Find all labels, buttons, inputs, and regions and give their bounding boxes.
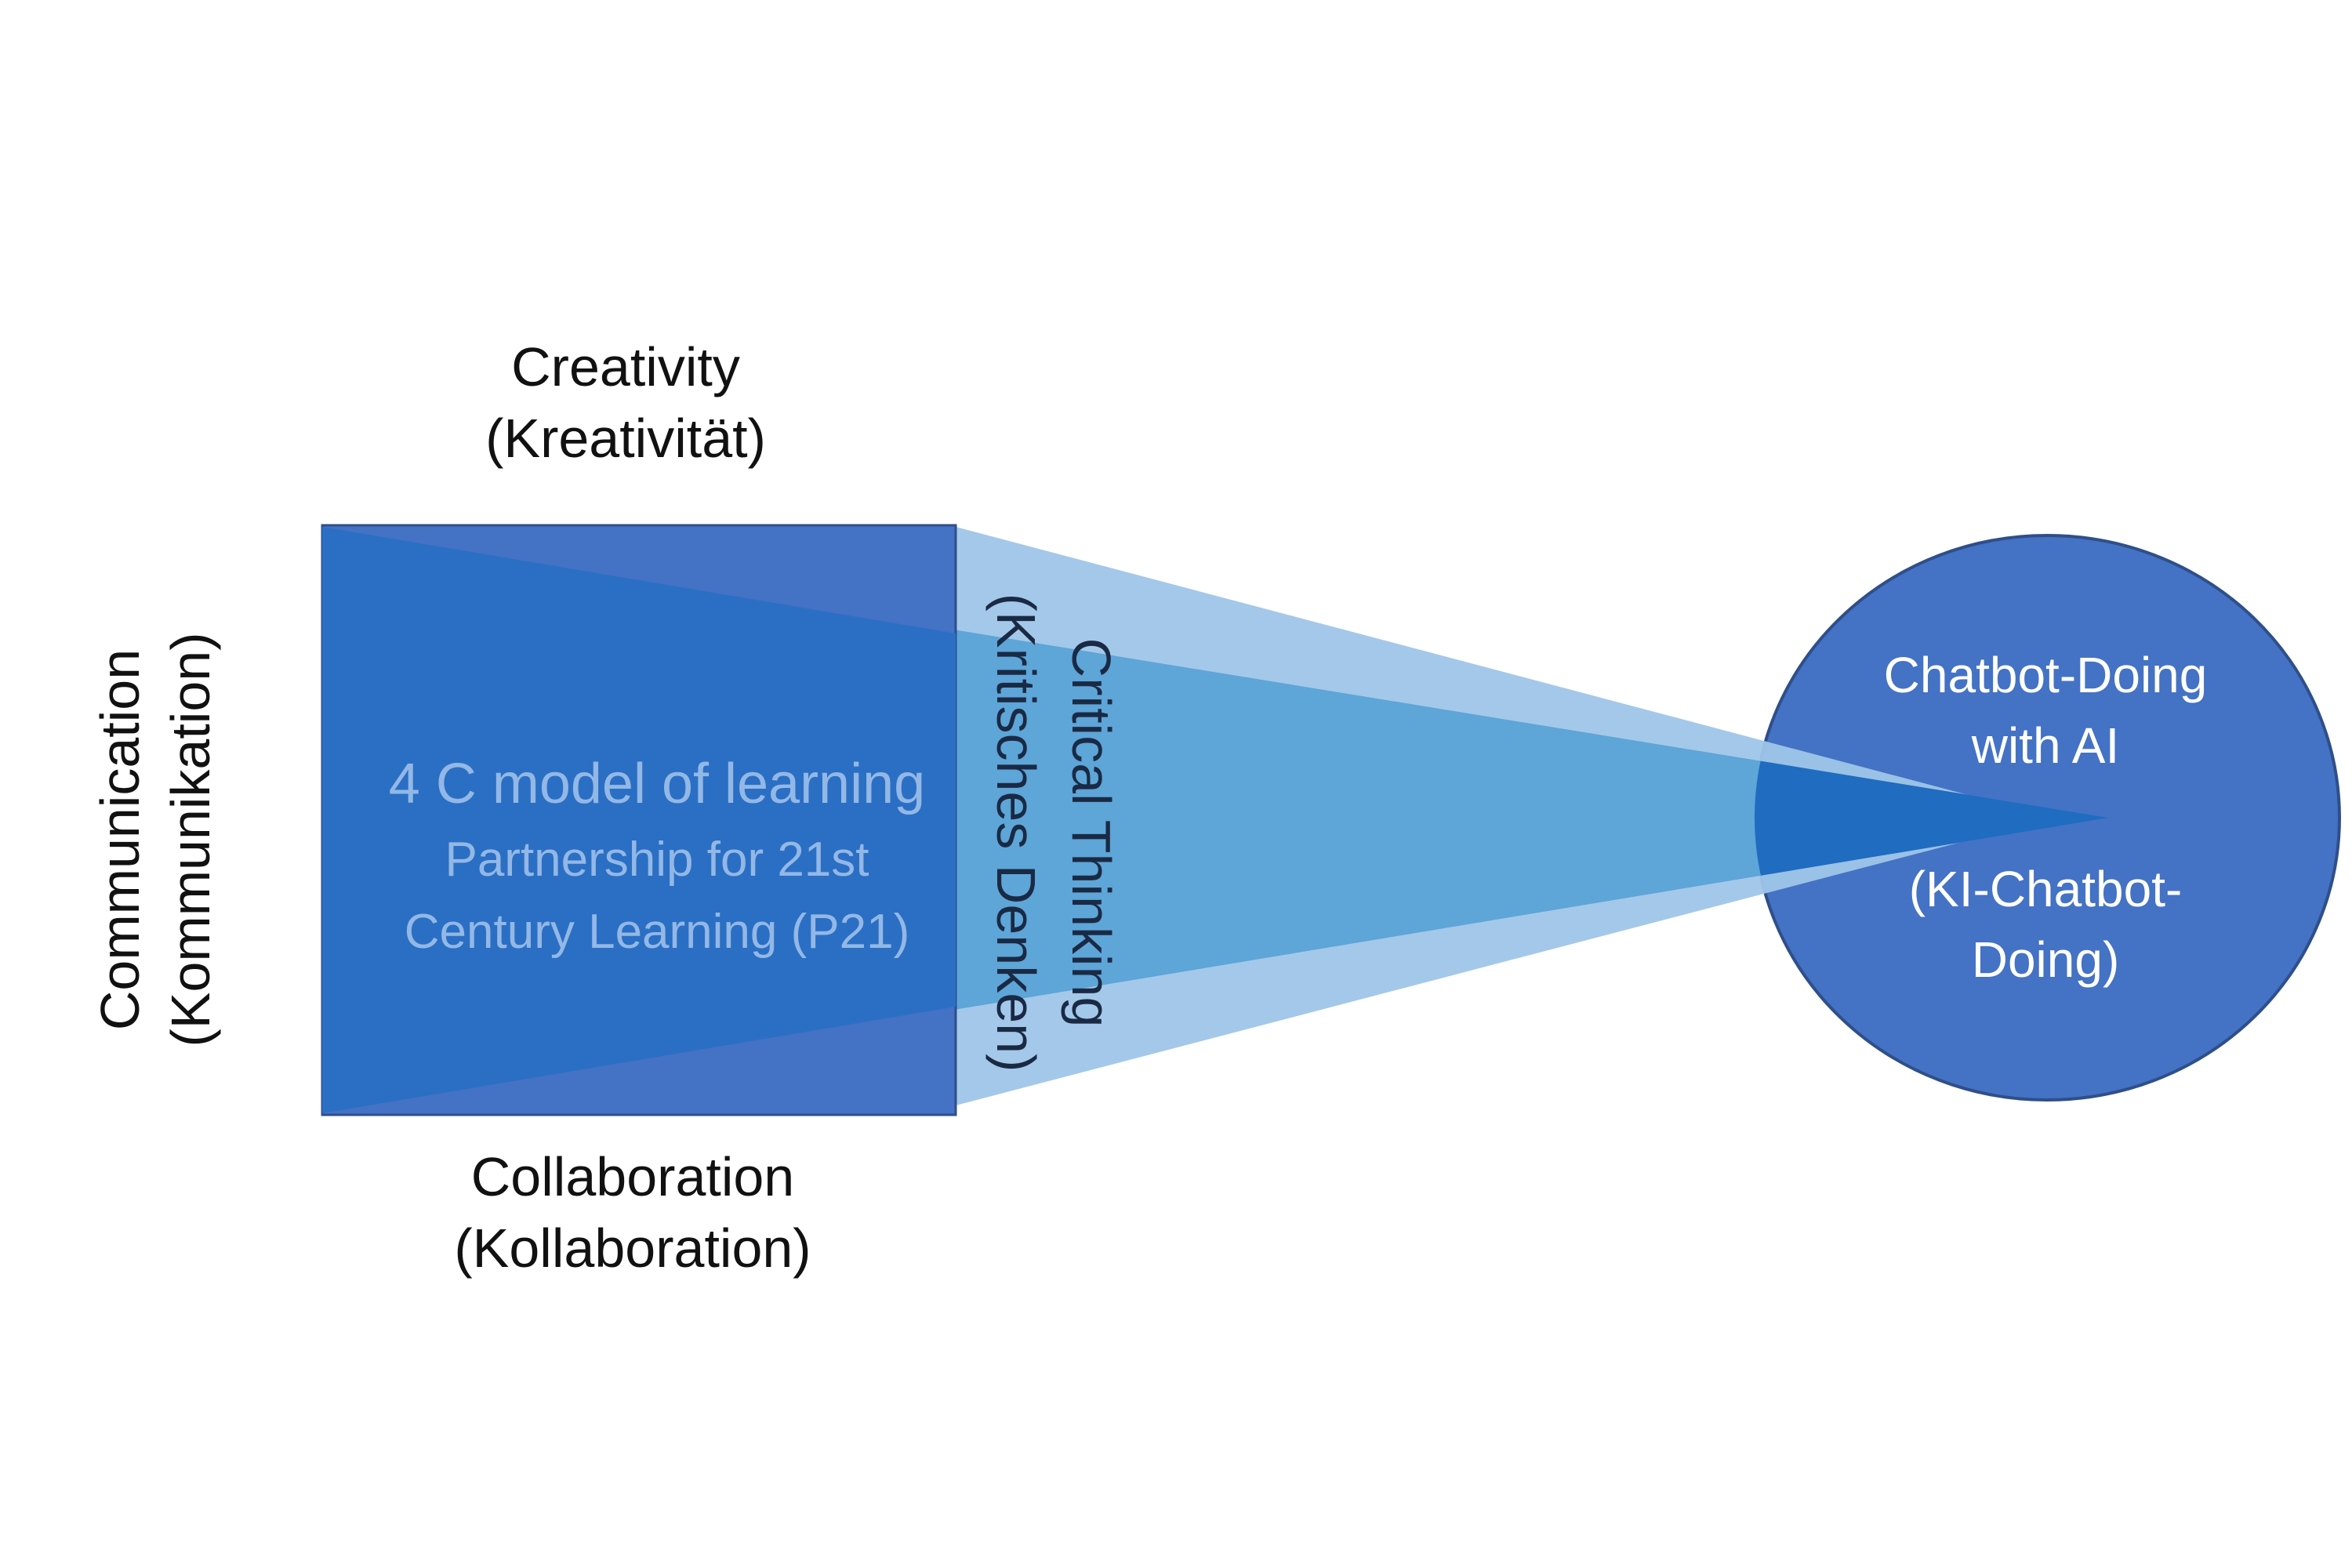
beam-mid <box>956 630 2109 1010</box>
target-line-4: Doing) <box>1972 931 2120 988</box>
collaboration-translation: (Kollaboration) <box>454 1218 811 1279</box>
target-line-3: (KI-Chatbot- <box>1909 861 2183 917</box>
model-subtitle-1: Partnership for 21st <box>445 833 869 887</box>
model-title: 4 C model of learning <box>389 753 925 815</box>
model-subtitle-2: Century Learning (P21) <box>405 905 909 959</box>
communication-translation: (Kommunikation) <box>160 632 221 1047</box>
collaboration-label: Collaboration <box>471 1146 794 1207</box>
target-line-1: Chatbot-Doing <box>1884 647 2208 703</box>
communication-label: Communication <box>89 649 151 1030</box>
critical-thinking-label: Critical Thinking <box>1061 638 1122 1028</box>
critical-thinking-translation: (Kritisches Denken) <box>985 593 1047 1073</box>
target-line-2: with AI <box>1971 717 2120 774</box>
creativity-translation: (Kreativität) <box>485 408 766 469</box>
square-inner-triangle <box>322 527 956 1113</box>
creativity-label: Creativity <box>511 336 740 397</box>
